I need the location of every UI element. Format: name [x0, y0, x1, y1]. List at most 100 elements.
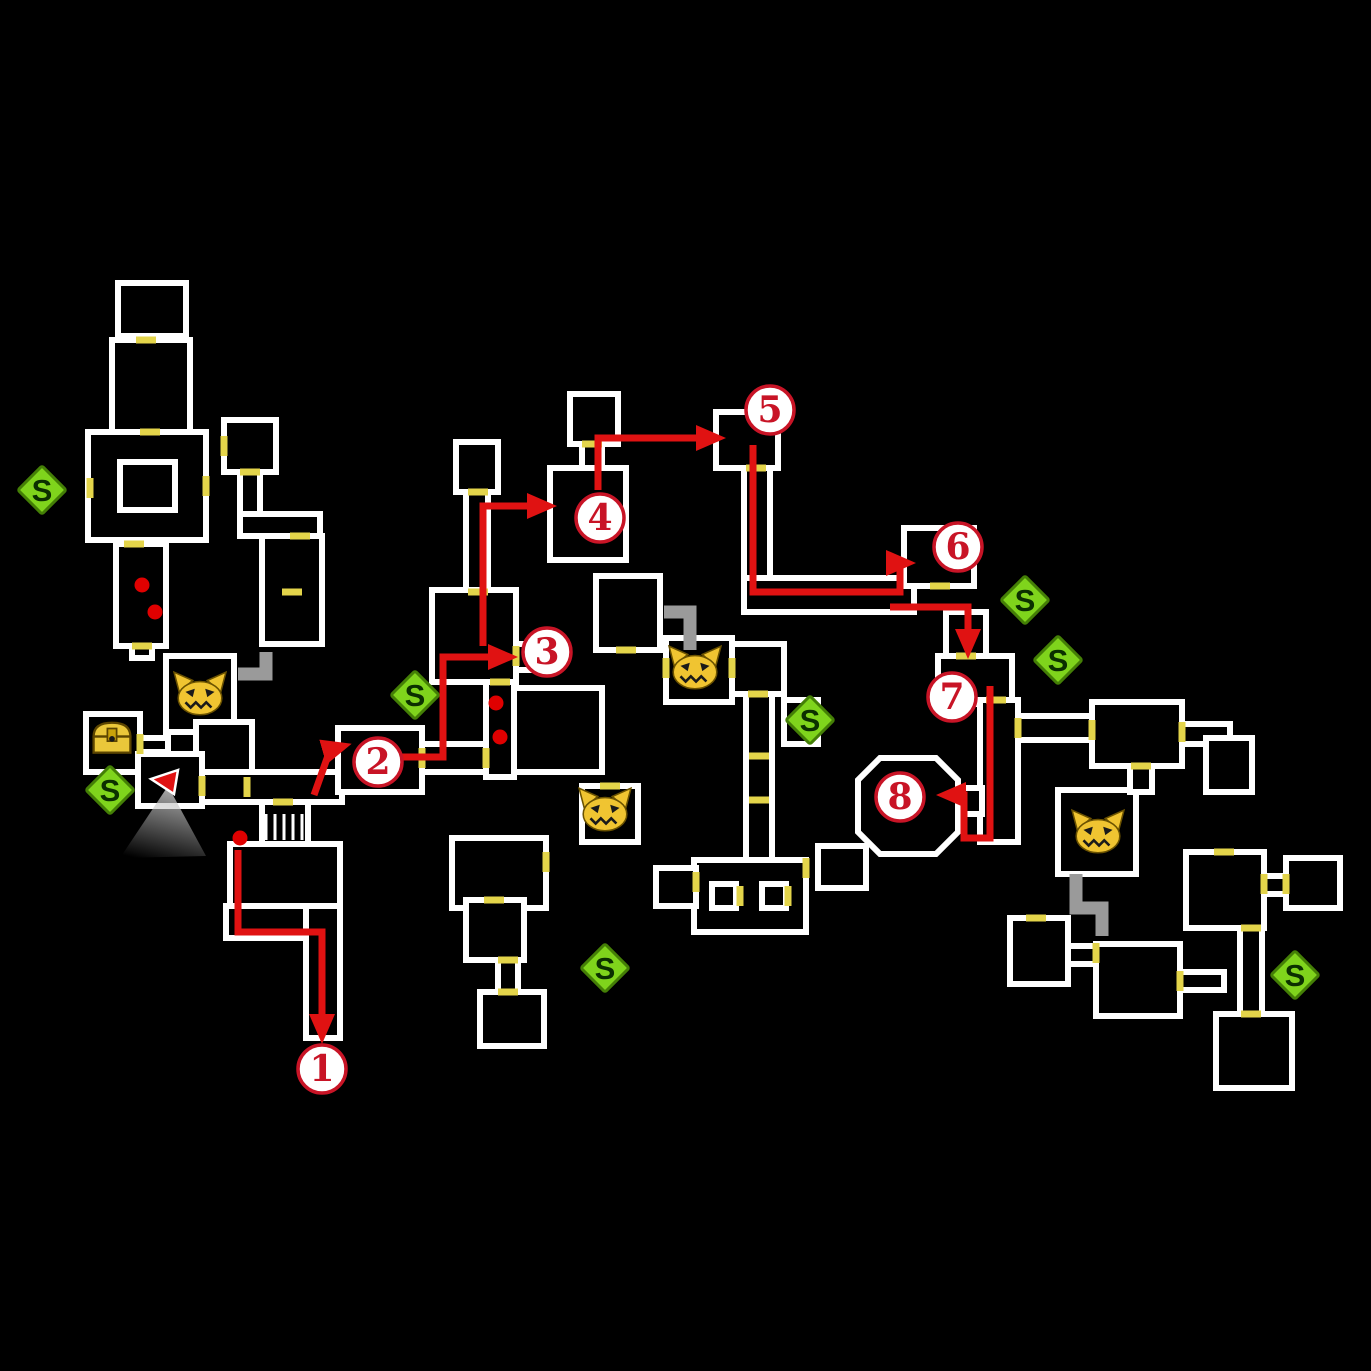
treasure-chest-icon [92, 721, 132, 754]
safe-room-icon: S [17, 465, 67, 515]
waypoint-number: 2 [365, 741, 390, 783]
door-marker [243, 777, 251, 797]
map-room [593, 573, 663, 653]
safe-room-letter: S [1285, 958, 1306, 993]
map-room [449, 835, 549, 911]
waypoint-2: 2 [352, 736, 404, 788]
player-marker-icon [148, 768, 180, 797]
red-dot [232, 830, 248, 846]
waypoint-3: 3 [521, 626, 573, 678]
route-segment-6 [749, 445, 916, 596]
door-marker [692, 872, 700, 892]
map-room [1089, 699, 1185, 769]
door-marker [290, 532, 310, 540]
waypoints-layer: 1 2 3 4 5 6 7 8 [296, 384, 984, 1095]
door-marker [86, 478, 94, 498]
safe-room-icon: S [85, 765, 135, 815]
safe-room-icon: S [390, 670, 440, 720]
map-room [109, 337, 193, 435]
route-segment-2 [310, 739, 352, 797]
door-marker [220, 436, 228, 456]
safe-room-letter: S [800, 703, 821, 738]
map-room [237, 469, 263, 519]
door-marker [282, 588, 302, 596]
map-room [137, 735, 171, 755]
door-marker [542, 852, 550, 872]
route-segment-7 [890, 603, 981, 659]
map-room [1015, 713, 1095, 743]
waypoint-number: 1 [309, 1048, 334, 1090]
red-dot [147, 604, 163, 620]
door-marker [468, 588, 488, 596]
door-marker [198, 776, 206, 796]
door-marker [930, 582, 950, 590]
route-segment-3 [402, 644, 518, 761]
safe-room-letter: S [32, 473, 53, 508]
map-room [1283, 855, 1343, 911]
door-marker [736, 886, 744, 906]
map-room [463, 897, 527, 963]
map-room [709, 881, 739, 911]
door-marker [482, 748, 490, 768]
waypoint-4: 4 [574, 492, 626, 544]
hidden-path [238, 652, 273, 681]
safe-room-letter: S [1015, 583, 1036, 618]
door-marker [136, 734, 144, 754]
door-marker [956, 652, 976, 660]
waypoint-number: 4 [587, 497, 612, 539]
safe-room-letter: S [595, 951, 616, 986]
door-marker [140, 428, 160, 436]
map-room [653, 865, 699, 909]
door-marker [1260, 874, 1268, 894]
waypoint-number: 8 [887, 776, 912, 818]
map-room [1065, 943, 1099, 967]
map-room [1007, 915, 1071, 987]
door-marker [784, 886, 792, 906]
door-marker [749, 796, 769, 804]
waypoint-number: 7 [939, 676, 964, 718]
waypoint-number: 6 [945, 526, 970, 568]
safe-room-letter: S [405, 678, 426, 713]
safe-room-icon: S [785, 695, 835, 745]
route-segment-5 [594, 425, 726, 490]
map-room [977, 697, 1021, 845]
map-room [511, 685, 605, 775]
door-marker [1088, 720, 1096, 740]
door-marker [986, 696, 1006, 704]
map-room [1237, 925, 1265, 1017]
map-room [1177, 969, 1227, 993]
map-room [1093, 941, 1183, 1019]
hidden-path [664, 605, 697, 650]
safe-room-letter: S [1048, 643, 1069, 678]
door-marker [512, 646, 520, 666]
door-marker [490, 678, 510, 686]
door-marker [1176, 971, 1184, 991]
door-marker [1178, 722, 1186, 742]
map-room [1213, 1011, 1295, 1091]
door-marker [124, 540, 144, 548]
door-marker [1241, 1010, 1261, 1018]
waypoint-5: 5 [744, 384, 796, 436]
waypoint-number: 3 [534, 631, 559, 673]
door-marker [1131, 762, 1151, 770]
map-room [221, 417, 279, 475]
map-room [115, 280, 189, 339]
waypoint-number: 5 [757, 389, 782, 431]
door-marker [240, 468, 260, 476]
door-marker [273, 798, 293, 806]
door-marker [1214, 848, 1234, 856]
map-room [743, 691, 775, 867]
safe-room-icon: S [1000, 575, 1050, 625]
door-marker [662, 658, 670, 678]
route-segment-4 [479, 493, 557, 646]
door-marker [136, 336, 156, 344]
door-marker [748, 690, 768, 698]
map-room [815, 843, 869, 891]
map-room [1183, 849, 1267, 931]
safe-room-icon: S [1033, 635, 1083, 685]
door-marker [1026, 914, 1046, 922]
red-dot [488, 695, 504, 711]
map-room [477, 989, 547, 1049]
